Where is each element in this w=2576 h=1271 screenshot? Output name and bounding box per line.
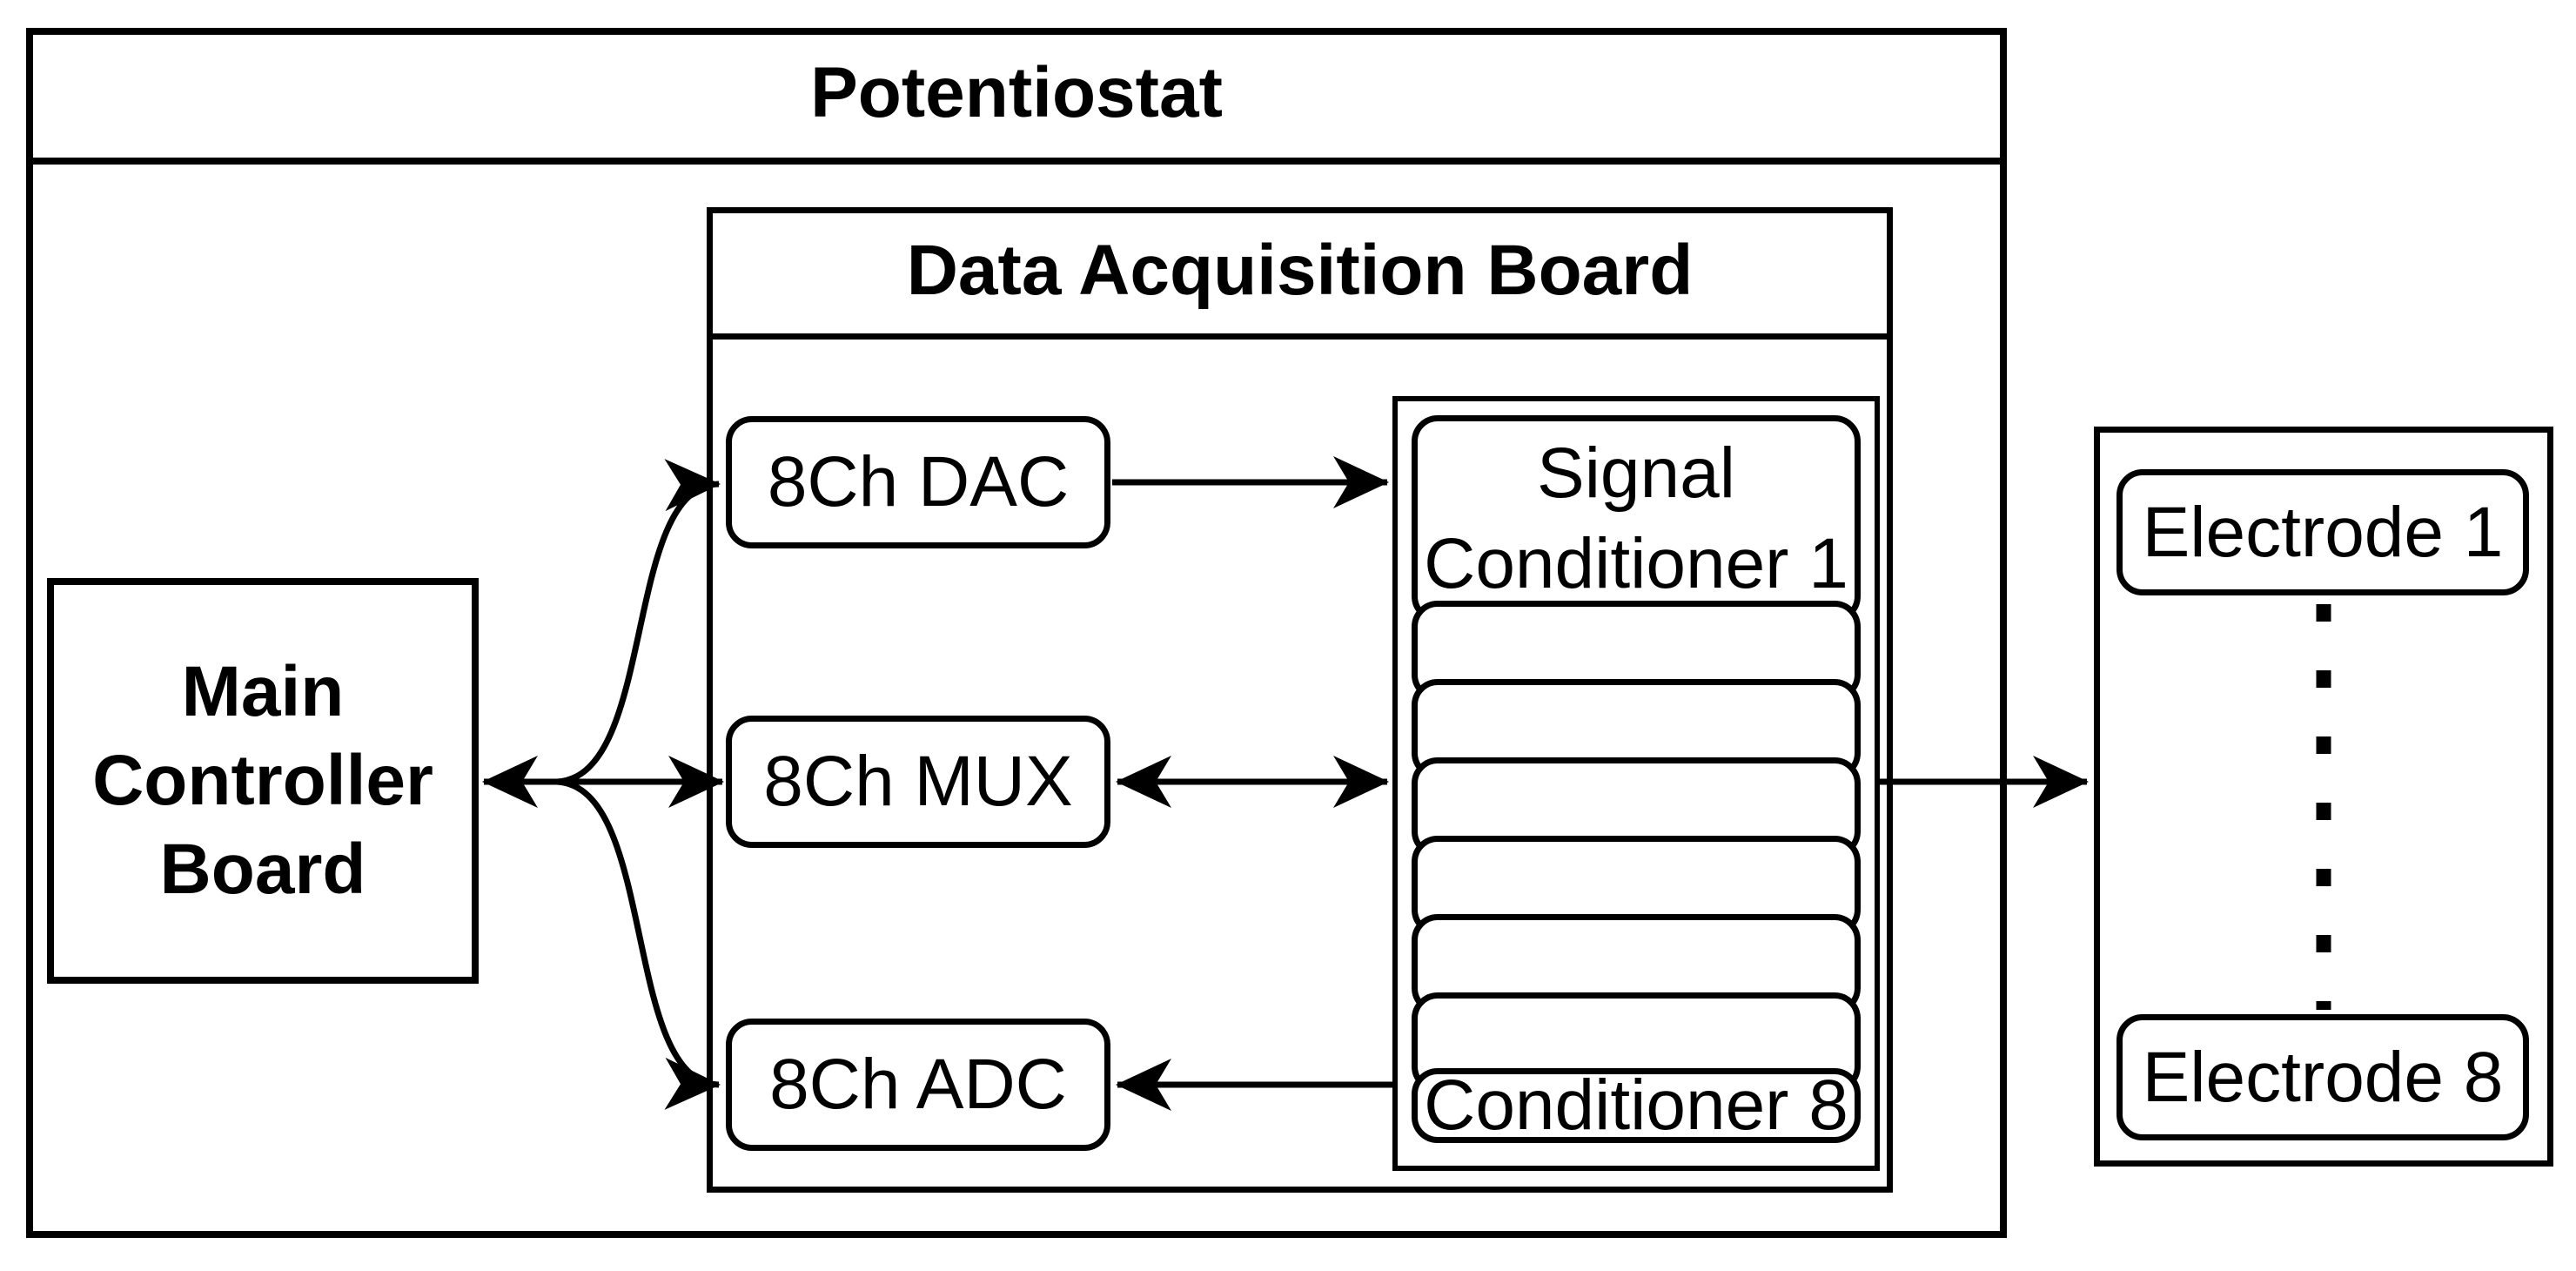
signal-conditioner-8-label: Conditioner 8 bbox=[1424, 1066, 1848, 1146]
dac-block: 8Ch DAC bbox=[726, 416, 1110, 548]
dac-label: 8Ch DAC bbox=[767, 442, 1070, 521]
signal-conditioner-1-line-2: Conditioner 1 bbox=[1424, 524, 1848, 603]
adc-block: 8Ch ADC bbox=[726, 1019, 1110, 1151]
electrode-8-card: Electrode 8 bbox=[2116, 1014, 2529, 1140]
main-controller-board-label: Main Controller Board bbox=[54, 585, 472, 977]
mcb-label-line-1: Main bbox=[181, 652, 345, 732]
potentiostat-title: Potentiostat bbox=[810, 52, 1223, 132]
signal-conditioner-1-line-1: Signal bbox=[1537, 433, 1735, 513]
adc-label: 8Ch ADC bbox=[769, 1045, 1067, 1124]
electrode-1-label: Electrode 1 bbox=[2142, 492, 2504, 572]
mcb-label-line-2: Controller bbox=[92, 741, 433, 821]
data-acquisition-board-title-bar: Data Acquisition Board bbox=[707, 207, 1893, 340]
signal-conditioner-card-1: Signal Conditioner 1 bbox=[1412, 415, 1861, 622]
potentiostat-title-bar: Potentiostat bbox=[26, 28, 2007, 165]
main-controller-board-box: Main Controller Board bbox=[47, 578, 479, 984]
mux-label: 8Ch MUX bbox=[763, 742, 1073, 821]
electrode-8-label: Electrode 8 bbox=[2142, 1037, 2504, 1117]
mux-block: 8Ch MUX bbox=[726, 716, 1110, 848]
data-acquisition-board-title: Data Acquisition Board bbox=[906, 230, 1694, 310]
mcb-label-line-3: Board bbox=[159, 829, 366, 909]
signal-conditioner-card-8: Conditioner 8 bbox=[1412, 1068, 1861, 1143]
signal-conditioner-1-label: Signal Conditioner 1 bbox=[1424, 428, 1848, 609]
electrode-1-card: Electrode 1 bbox=[2116, 469, 2529, 595]
